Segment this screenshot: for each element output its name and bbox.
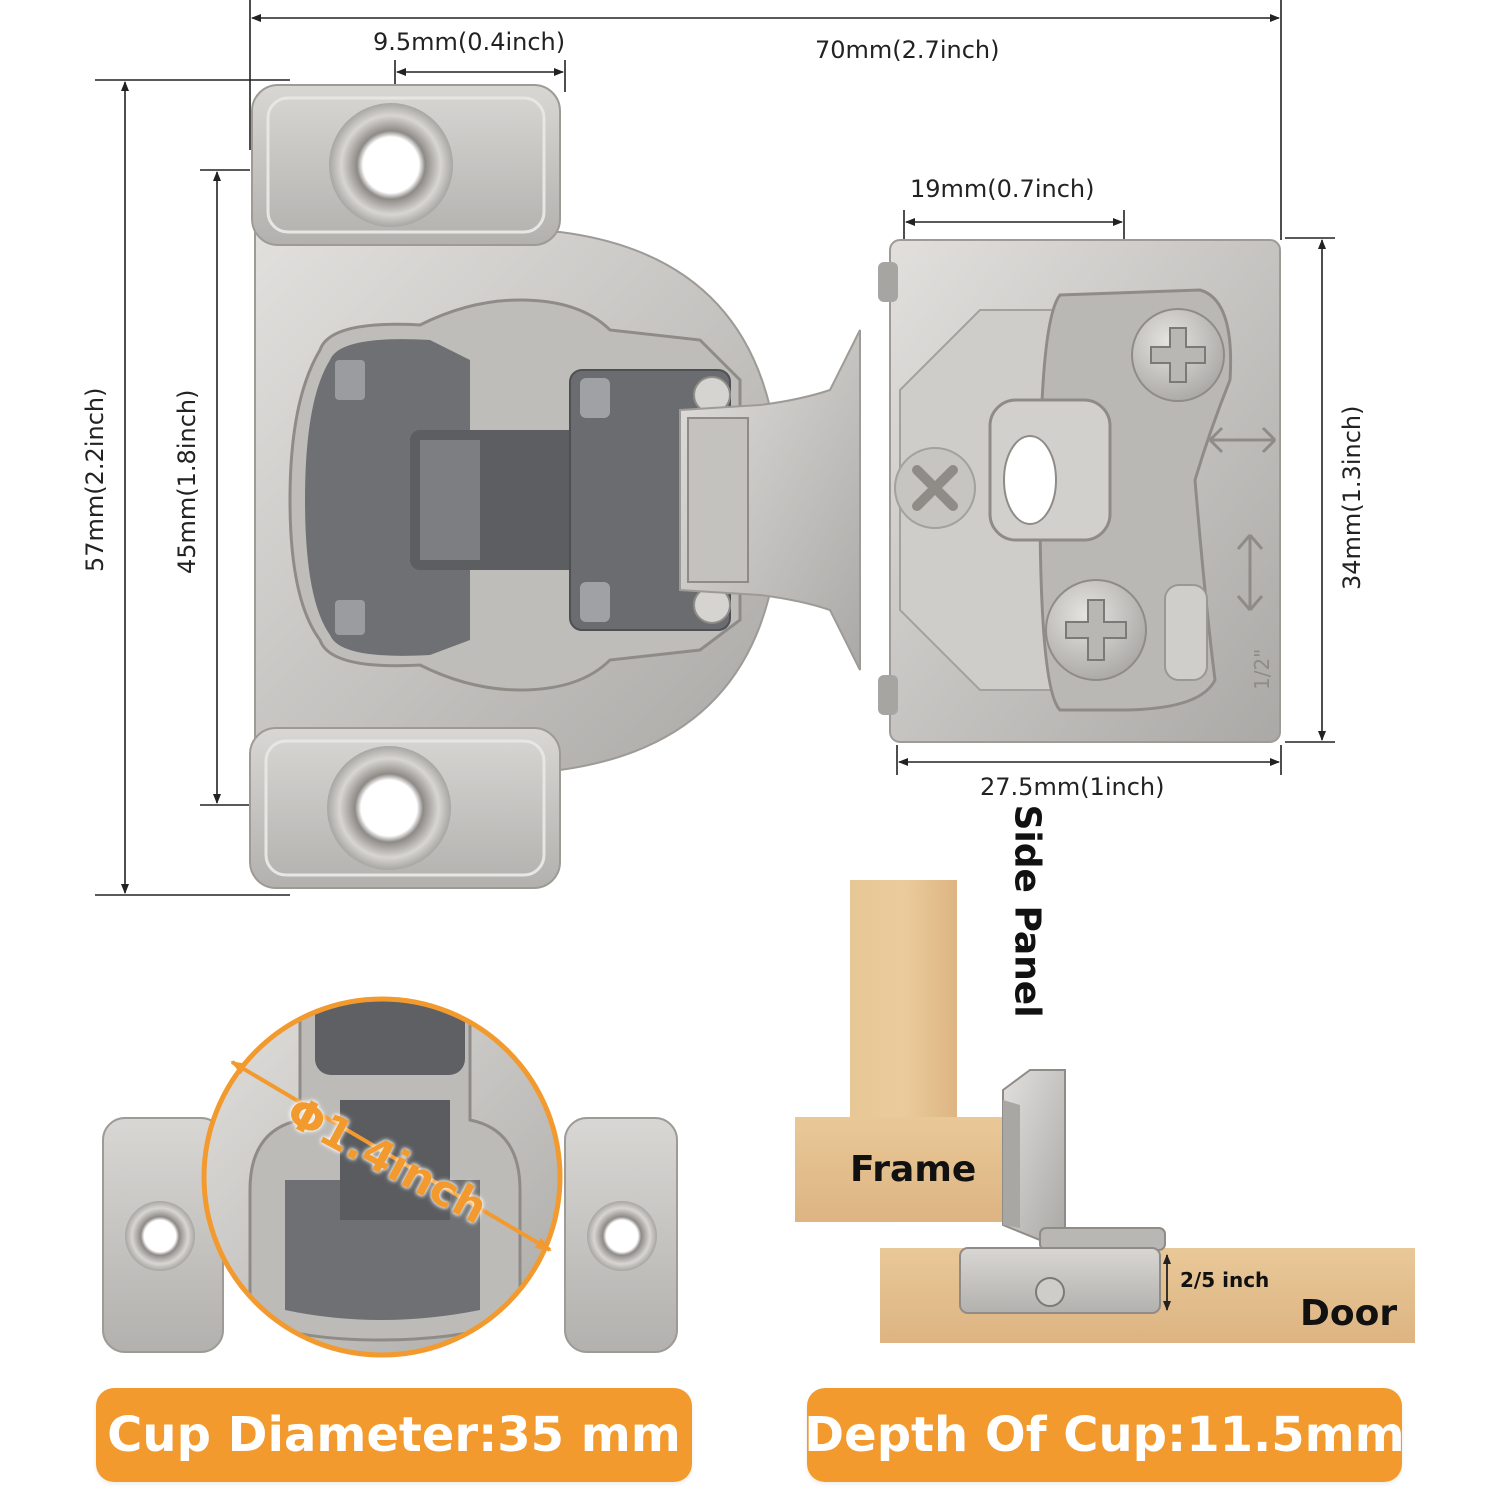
- overlay-marking: 1/2": [1250, 648, 1274, 690]
- dim-tab-offset: 9.5mm(0.4inch): [373, 28, 566, 56]
- frame-board: [795, 1117, 1005, 1222]
- cup-plastic-interior: [305, 339, 470, 656]
- dim-hole-spacing: 45mm(1.8inch): [173, 389, 201, 574]
- screw-cross-icon: [1131, 308, 1225, 402]
- dim-arm-height: 34mm(1.3inch): [1338, 405, 1366, 590]
- screw-cross-icon: [894, 447, 976, 529]
- hinge-neck: [679, 329, 861, 671]
- screw-cross-icon: [1045, 579, 1147, 681]
- side-panel-board: [850, 880, 957, 1120]
- door-label: Door: [1300, 1293, 1398, 1334]
- screw-hole-bottom: [327, 746, 451, 870]
- cup-diameter-arrow: [230, 1060, 552, 1252]
- cup-diameter-banner: Cup Diameter:35 mm: [96, 1388, 692, 1482]
- arrow-double-horizontal-icon: [1208, 426, 1277, 454]
- dim-arm-inner: 19mm(0.7inch): [910, 175, 1095, 203]
- dim-height-total: 57mm(2.2inch): [81, 387, 109, 572]
- cup-depth-banner: Depth Of Cup:11.5mm: [804, 1388, 1405, 1482]
- hinge-cup-side: [959, 1247, 1161, 1314]
- frame-label: Frame: [850, 1149, 977, 1190]
- screw-hole-top: [329, 103, 453, 227]
- install-diagram: [795, 880, 1415, 1343]
- arrow-double-vertical-icon: [1236, 534, 1264, 611]
- dim-width-total: 70mm(2.7inch): [815, 36, 1000, 64]
- cup-detail-view: [102, 996, 678, 1358]
- side-panel-label: Side Panel: [1006, 804, 1048, 1018]
- depth-small-label: 2/5 inch: [1180, 1268, 1270, 1292]
- dimension-lines: [95, 0, 1335, 896]
- dim-arm-length: 27.5mm(1inch): [980, 773, 1165, 801]
- hinge-top-view: [249, 84, 1281, 889]
- cup-circle-highlight: [201, 996, 563, 1358]
